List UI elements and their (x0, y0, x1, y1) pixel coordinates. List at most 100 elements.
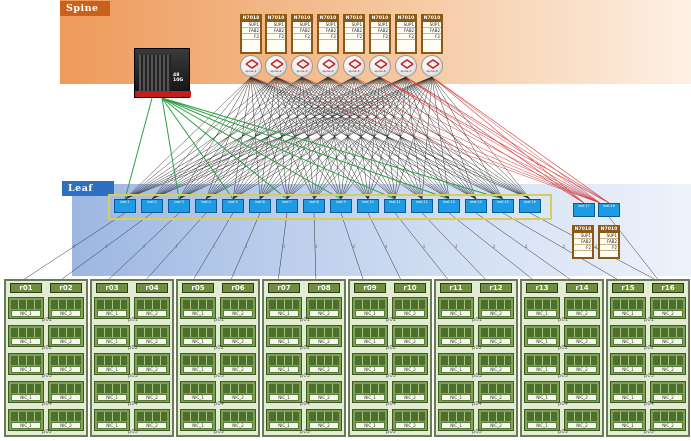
server-nic: NIC_1 (183, 310, 213, 317)
spine-nexus-model: N7010 (423, 16, 441, 22)
server: NIC_1 (94, 353, 130, 375)
server-nic: NIC_1 (183, 422, 213, 429)
leaf-nexus-slot: SUP1 (600, 233, 618, 239)
server-nic: NIC_1 (613, 422, 643, 429)
server-modules (97, 300, 127, 309)
server-nic: NIC_1 (183, 366, 213, 373)
server: NIC_1 (352, 381, 388, 403)
pod-label: p03 (42, 373, 52, 379)
server-nic: NIC_1 (269, 366, 299, 373)
server-nic: NIC_2 (137, 366, 167, 373)
server-modules (223, 328, 253, 337)
pod-label: p03 (214, 373, 224, 379)
server-modules (441, 300, 471, 309)
server: NIC_2 (564, 381, 600, 403)
server: NIC_1 (266, 325, 302, 347)
server-nic: NIC_2 (567, 310, 597, 317)
spine-nexus-slot: FAB2 (345, 28, 363, 34)
spine-router: spine-3 (291, 55, 313, 77)
pod-label: p02 (472, 345, 482, 351)
pod-label: p01 (558, 317, 568, 323)
server-nic: NIC_1 (527, 338, 557, 345)
server-nic: NIC_2 (567, 338, 597, 345)
server-nic: NIC_2 (223, 394, 253, 401)
link-count-label: 4 (455, 244, 458, 249)
spine-router: spine-6 (369, 55, 391, 77)
pod-label: p05 (128, 429, 138, 435)
server-modules (97, 356, 127, 365)
server-modules (441, 412, 471, 421)
server: NIC_1 (8, 353, 44, 375)
server-modules (355, 300, 385, 309)
rack-header: r05 (182, 283, 214, 293)
pod-label: p02 (300, 345, 310, 351)
server: NIC_1 (180, 325, 216, 347)
server: NIC_2 (392, 409, 428, 431)
server: NIC_1 (94, 325, 130, 347)
leaf-switch: leaf-10 (357, 199, 379, 213)
spine-router-label: spine-6 (374, 69, 386, 73)
pod-label: p01 (128, 317, 138, 323)
server-modules (395, 300, 425, 309)
spine-nexus-slot: SUP1 (242, 22, 260, 28)
server-modules (309, 300, 339, 309)
spine-router-label: spine-8 (426, 69, 438, 73)
server-modules (395, 356, 425, 365)
server-modules (481, 412, 511, 421)
server-nic: NIC_1 (613, 394, 643, 401)
pod-label: p04 (644, 401, 654, 407)
pod-label: p05 (214, 429, 224, 435)
server: NIC_2 (306, 409, 342, 431)
pod-label: p03 (128, 373, 138, 379)
server-nic: NIC_2 (51, 338, 81, 345)
server-modules (137, 328, 167, 337)
server-nic: NIC_2 (309, 422, 339, 429)
spine-nexus-slot: FAB2 (423, 28, 441, 34)
spine-nexus-slot: FAB2 (267, 28, 285, 34)
server-nic: NIC_2 (51, 310, 81, 317)
leaf-group-frame (108, 194, 552, 220)
server-modules (613, 328, 643, 337)
pod-label: p04 (558, 401, 568, 407)
server-modules (309, 412, 339, 421)
server-modules (481, 328, 511, 337)
rack-header: r04 (136, 283, 168, 293)
server-nic: NIC_1 (11, 338, 41, 345)
spine-nexus-slot: FAB2 (397, 28, 415, 34)
chassis-label: 48 10G (173, 73, 184, 83)
spine-nexus-slot: FAB2 (319, 28, 337, 34)
server: NIC_2 (48, 297, 84, 319)
router-arrows-icon (348, 59, 362, 69)
spine-router-label: spine-4 (322, 69, 334, 73)
spine-nexus-slot: F2 (242, 34, 260, 40)
server-nic: NIC_1 (269, 310, 299, 317)
leaf-switch: leaf-9 (330, 199, 352, 213)
link-count-label: 4 (422, 244, 426, 249)
server: NIC_1 (610, 353, 646, 375)
server: NIC_1 (438, 297, 474, 319)
router-arrows-icon (400, 59, 414, 69)
server-nic: NIC_1 (355, 310, 385, 317)
rack-header: r08 (308, 283, 340, 293)
server-modules (355, 412, 385, 421)
pod-label: p05 (644, 429, 654, 435)
server-modules (183, 356, 213, 365)
server-modules (653, 356, 683, 365)
pod-label: p01 (42, 317, 52, 323)
rack-header: r10 (394, 283, 426, 293)
pod-label: p02 (214, 345, 224, 351)
pod-label: p04 (300, 401, 310, 407)
server-modules (395, 412, 425, 421)
spine-nexus-slot: F2 (397, 34, 415, 40)
spine-router-label: spine-3 (296, 69, 308, 73)
server-modules (527, 356, 557, 365)
server-nic: NIC_1 (355, 338, 385, 345)
server: NIC_2 (650, 409, 686, 431)
leaf-switch: leaf-14 (465, 199, 487, 213)
